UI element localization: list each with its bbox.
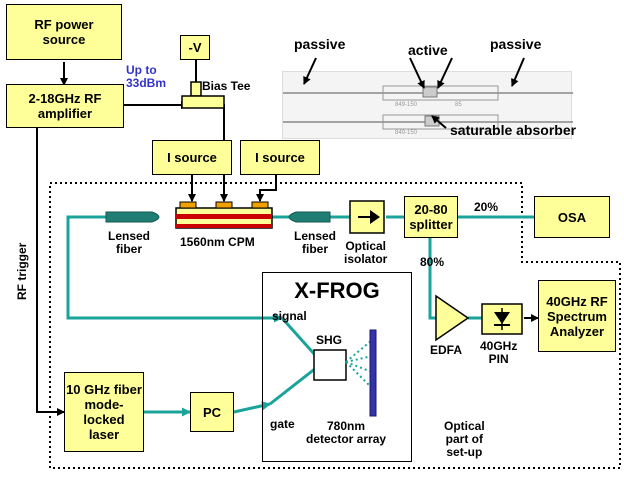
shg-label: SHG — [316, 333, 343, 347]
edfa-label: EDFA — [430, 343, 463, 357]
fiber-signal-in — [280, 316, 318, 358]
label-active: active — [408, 42, 448, 58]
osa-box: OSA — [534, 196, 610, 238]
edfa-symbol — [435, 294, 470, 342]
optical-part-label: Optical part of set-up — [444, 419, 485, 459]
lensed-fiber-left — [105, 211, 160, 223]
wire-rf-trigger — [36, 127, 65, 416]
shg-output-beams — [345, 339, 373, 389]
negative-voltage-box: -V — [180, 35, 210, 60]
shg-crystal — [313, 349, 347, 381]
rf-trigger-label: RF trigger — [15, 242, 29, 300]
gate-label: gate — [270, 417, 295, 431]
lensed-fiber-left-label: Lensed fiber — [108, 229, 151, 256]
fiber-splitter-to-edfa — [428, 238, 436, 320]
detector-array — [369, 329, 377, 417]
gain-label: Up to 33dBm — [126, 63, 167, 90]
chip-text-1: 849-150 — [395, 102, 418, 108]
label-passive-right: passive — [490, 36, 542, 52]
pc-box: PC — [190, 392, 234, 432]
fiber-gate-in — [269, 366, 317, 406]
fiber-laser-box: 10 GHz fiber mode-locked laser — [64, 372, 144, 452]
label-saturable-absorber: saturable absorber — [450, 122, 577, 138]
pct-20-label: 20% — [474, 200, 499, 214]
rf-amplifier-box: 2-18GHz RF amplifier — [6, 84, 124, 128]
isolator-label: Optical isolator — [344, 239, 388, 266]
chip-text-2: 849-150 — [395, 130, 418, 136]
cpm-chip — [175, 201, 273, 229]
lensed-fiber-right — [288, 211, 331, 223]
cpm-label: 1560nm CPM — [180, 235, 255, 249]
device-photo: 849-150 849-150 85 — [282, 71, 573, 139]
optical-isolator-symbol — [349, 200, 385, 234]
lensed-fiber-right-label: Lensed fiber — [294, 229, 337, 256]
detector-label: 780nm detector array — [306, 419, 387, 446]
fiber-signal — [66, 215, 283, 323]
pct-80-label: 80% — [420, 255, 445, 269]
pin-photodiode-symbol — [481, 303, 523, 335]
i-source-2-box: I source — [240, 140, 320, 175]
xfrog-box: X-FROG — [262, 272, 412, 462]
wire-isrc2-to-cpm — [256, 175, 277, 202]
i-source-1-box: I source — [152, 140, 232, 175]
fiber-pc-to-gate — [233, 401, 271, 414]
signal-label: signal — [272, 309, 307, 323]
chip-text-3: 85 — [455, 102, 462, 108]
rf-power-source-box: RF power source — [6, 4, 122, 60]
bias-tee-symbol — [181, 81, 225, 109]
label-passive-left: passive — [294, 36, 346, 52]
pin-label: 40GHz PIN — [480, 339, 518, 366]
optical-region-outline — [49, 182, 621, 469]
spectrum-analyzer-box: 40GHz RF Spectrum Analyzer — [538, 280, 616, 352]
splitter-box: 20-80 splitter — [404, 196, 458, 238]
bias-tee-label: Bias Tee — [202, 79, 251, 93]
